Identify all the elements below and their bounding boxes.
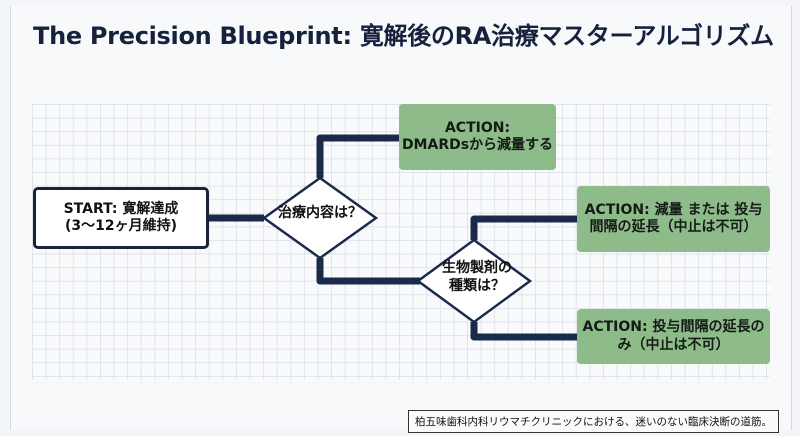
action1-line1: ACTION: xyxy=(444,119,511,136)
decision1-label: 治療内容は？ xyxy=(278,205,362,221)
decision2-label: 生物製剤の 種類は？ xyxy=(420,259,534,295)
start-node-line1: START: 寛解達成 xyxy=(63,200,179,217)
action2-line2: 間隔の延長（中止は不可） xyxy=(589,219,758,235)
footer-caption: 柏五味歯科内科リウマチクリニックにおける、迷いのない臨床決断の道筋。 xyxy=(408,410,779,433)
connector-decision2-to-action2 xyxy=(470,215,577,240)
page-title: The Precision Blueprint: 寛解後のRA治療マスターアルゴ… xyxy=(33,22,774,50)
action2-node: ACTION: 減量 または 投与 間隔の延長（中止は不可） xyxy=(577,186,770,252)
start-node-line2: (3〜12ヶ月維持) xyxy=(64,218,177,234)
action3-node: ACTION: 投与間隔の延長の み（中止は不可） xyxy=(577,309,770,364)
action1-node: ACTION: DMARDsから減量する xyxy=(399,104,556,170)
decision2-diamond xyxy=(415,238,533,324)
decision1-diamond xyxy=(261,176,379,260)
connector-decision1-to-decision2 xyxy=(316,258,420,285)
action2-line1: ACTION: 減量 または 投与 xyxy=(584,201,763,218)
action3-line1: ACTION: 投与間隔の延長の xyxy=(582,319,765,335)
decision2-line1: 生物製剤の xyxy=(442,260,512,276)
decision2-line2: 種類は？ xyxy=(449,278,505,295)
connector-decision1-to-action1 xyxy=(316,134,399,178)
action1-line2: DMARDsから減量する xyxy=(401,137,554,153)
action3-line2: み（中止は不可） xyxy=(617,336,730,353)
start-node: START: 寛解達成 (3〜12ヶ月維持) xyxy=(33,187,209,249)
connector-decision2-to-action3 xyxy=(470,322,577,341)
